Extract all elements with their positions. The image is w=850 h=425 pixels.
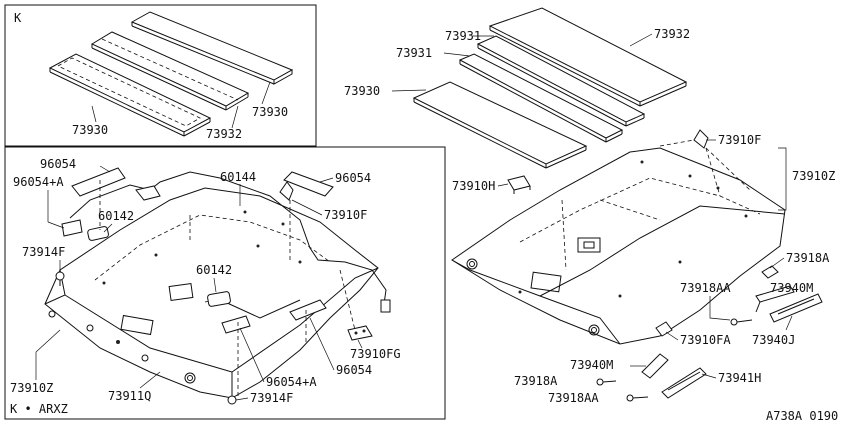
panel-73931-upper bbox=[476, 35, 646, 127]
strip-96054a-left bbox=[61, 219, 83, 237]
diagram-code: A738A 0190 bbox=[766, 409, 838, 423]
screw-73918aa-upper bbox=[730, 318, 753, 326]
label-73930-main: 73930 bbox=[344, 84, 380, 98]
clip-73910fg bbox=[347, 325, 373, 341]
label-73940m-lower: 73940M bbox=[570, 358, 613, 372]
strip-96054a-lower bbox=[221, 315, 251, 334]
label-73941h: 73941H bbox=[718, 371, 761, 385]
holder-73918a-upper bbox=[761, 265, 779, 279]
label-60142-left: 60142 bbox=[98, 209, 134, 223]
label-96054-br: 96054 bbox=[336, 363, 372, 377]
label-73940m-upper: 73940M bbox=[770, 281, 813, 295]
inset-k-label: K bbox=[14, 11, 22, 25]
label-60144: 60144 bbox=[220, 170, 256, 184]
label-73914f-bottom: 73914F bbox=[250, 391, 293, 405]
label-73910f-main: 73910F bbox=[718, 133, 761, 147]
label-96054a-tl: 96054+A bbox=[13, 175, 64, 189]
main-diagram: 73931 73931 73932 73930 73 bbox=[344, 7, 835, 405]
label-73932-k: 73932 bbox=[206, 127, 242, 141]
label-73931-upper: 73931 bbox=[445, 29, 481, 43]
label-73910f-arxz: 73910F bbox=[324, 208, 367, 222]
inset-arxz-label: K • ARXZ bbox=[10, 402, 68, 416]
label-73918aa-lower: 73918AA bbox=[548, 391, 599, 405]
label-73910z-main: 73910Z bbox=[792, 169, 835, 183]
label-96054-tl: 96054 bbox=[40, 157, 76, 171]
harness-wire bbox=[69, 171, 387, 305]
label-96054a-br: 96054+A bbox=[266, 375, 317, 389]
label-60142-center: 60142 bbox=[196, 263, 232, 277]
label-73910h: 73910H bbox=[452, 179, 495, 193]
inset-k-frame bbox=[4, 4, 317, 147]
label-73940j: 73940J bbox=[752, 333, 795, 347]
label-73911q: 73911Q bbox=[108, 389, 151, 403]
label-73910fa: 73910FA bbox=[680, 333, 731, 347]
inset-k: K 73930 73930 73932 bbox=[4, 4, 317, 147]
screw-73918aa-lower bbox=[626, 394, 649, 402]
label-73914f-left: 73914F bbox=[22, 245, 65, 259]
label-73931-lower: 73931 bbox=[396, 46, 432, 60]
label-73910fg: 73910FG bbox=[350, 347, 401, 361]
label-73930-k-rear: 73930 bbox=[252, 105, 288, 119]
handle-73940m-lower bbox=[641, 353, 669, 379]
inset-arxz-frame bbox=[4, 146, 446, 420]
bracket-73910h bbox=[507, 175, 531, 194]
panel-73930-main bbox=[412, 81, 588, 169]
strip-96054-lower bbox=[289, 299, 327, 321]
panel-73932-main bbox=[488, 7, 688, 107]
grip-73940j bbox=[769, 293, 823, 323]
lamp-60142-left bbox=[87, 226, 109, 241]
label-96054-tr: 96054 bbox=[335, 171, 371, 185]
grip-73941h bbox=[661, 367, 707, 399]
label-73918aa-upper: 73918AA bbox=[680, 281, 731, 295]
screw-73918a-lower bbox=[596, 378, 617, 386]
label-73918a-lower: 73918A bbox=[514, 374, 558, 388]
inset-k-arxz: K • ARXZ bbox=[4, 146, 446, 420]
clip-73910fa bbox=[655, 321, 673, 337]
clip-73910f-main bbox=[693, 129, 709, 149]
strip-96054-right bbox=[283, 171, 334, 197]
clip-73910f-arxz bbox=[279, 181, 294, 201]
label-73918a-upper: 73918A bbox=[786, 251, 830, 265]
strip-96054-left bbox=[71, 167, 126, 197]
label-73930-k-front: 73930 bbox=[72, 123, 108, 137]
lamp-60142-center bbox=[207, 291, 231, 307]
harness-connector bbox=[380, 299, 391, 313]
label-73910z-arxz: 73910Z bbox=[10, 381, 53, 395]
headliner-main bbox=[451, 147, 786, 345]
handle-73940m-upper bbox=[755, 285, 795, 313]
headliner-arxz bbox=[44, 187, 379, 399]
label-73932-main: 73932 bbox=[654, 27, 690, 41]
panel-73930-rear-edge bbox=[273, 69, 293, 85]
